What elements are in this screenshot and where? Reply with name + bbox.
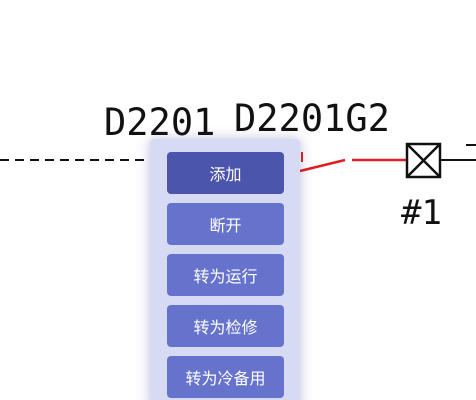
menu-item-set-running[interactable]: 转为运行 <box>167 254 284 296</box>
bus-label: D2201 <box>104 101 216 144</box>
context-menu: 添加 断开 转为运行 转为检修 转为冷备用 <box>150 139 300 400</box>
energized-line-segment[interactable] <box>299 158 346 173</box>
breaker-symbol[interactable] <box>405 142 442 179</box>
feeder-label: D2201G2 <box>234 97 390 140</box>
menu-item-set-cold-standby[interactable]: 转为冷备用 <box>167 356 284 398</box>
breaker-label: #1 <box>401 193 442 233</box>
menu-item-add[interactable]: 添加 <box>167 152 284 194</box>
menu-item-disconnect[interactable]: 断开 <box>167 203 284 245</box>
menu-item-set-maintenance[interactable]: 转为检修 <box>167 305 284 347</box>
